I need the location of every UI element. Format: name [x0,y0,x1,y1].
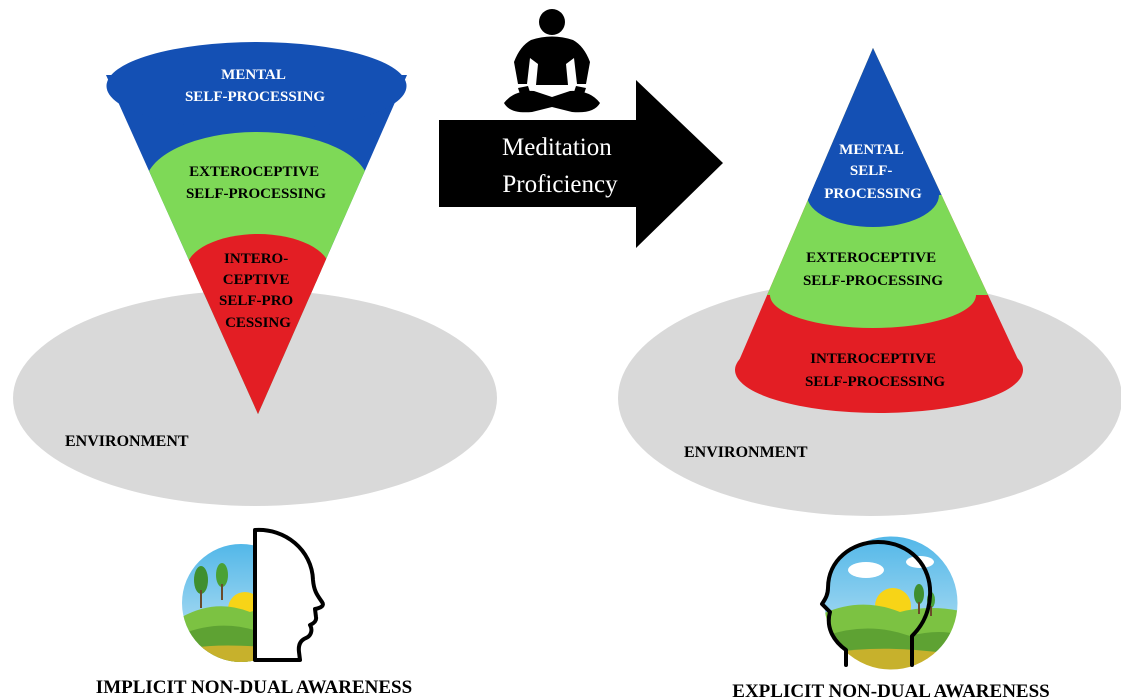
left-diagram: MENTAL SELF-PROCESSING EXTEROCEPTIVE SEL… [13,42,497,506]
left-environment-label: ENVIRONMENT [65,433,189,450]
arrow-shape [439,80,723,248]
right-caption: EXPLICIT NON-DUAL AWARENESS [732,681,1049,699]
left-caption: IMPLICIT NON-DUAL AWARENESS [96,677,412,698]
right-interoceptive-label: INTEROCEPTIVE SELF-PROCESSING [805,351,945,390]
left-cone-top [106,42,407,130]
left-interoceptive-label: INTERO- CEPTIVE SELF-PRO CESSING [219,251,297,331]
progression-arrow: Meditation Proficiency [439,80,723,248]
arrow-label: Meditation Proficiency [502,134,618,198]
left-exteroceptive-label: EXTEROCEPTIVE SELF-PROCESSING [186,164,326,202]
right-diagram: MENTAL SELF- PROCESSING EXTEROCEPTIVE SE… [618,48,1121,516]
right-environment-label: ENVIRONMENT [684,444,808,461]
right-exteroceptive-label: EXTEROCEPTIVE SELF-PROCESSING [803,250,943,289]
right-mental-label: MENTAL SELF- PROCESSING [824,142,922,202]
meditation-figure-icon [504,9,600,113]
implicit-awareness-head-icon [182,527,325,662]
explicit-awareness-head-icon [820,533,961,673]
left-mental-label: MENTAL SELF-PROCESSING [185,67,325,105]
